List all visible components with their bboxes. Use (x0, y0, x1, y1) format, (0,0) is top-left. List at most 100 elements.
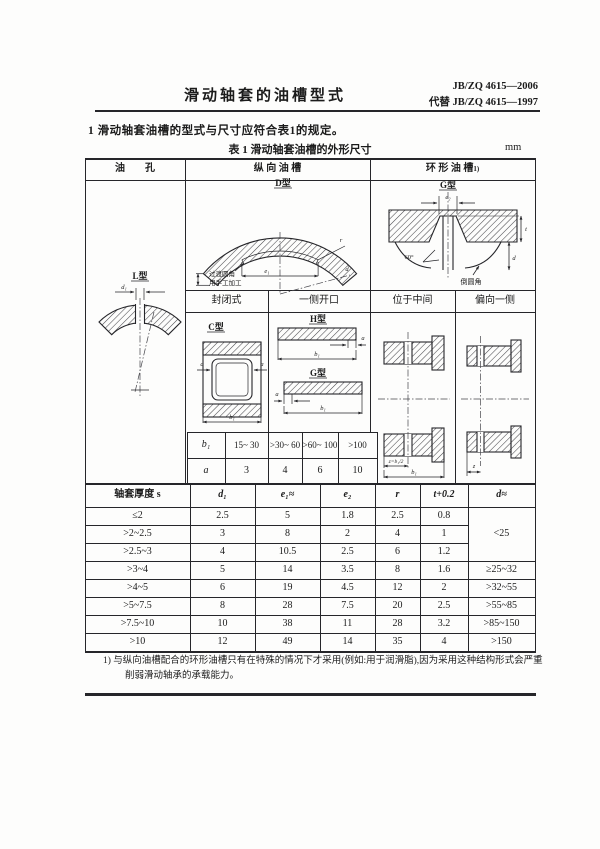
table-line (370, 158, 371, 432)
row-e1: 10.5 (278, 546, 297, 558)
row-d1: 10 (217, 618, 228, 630)
row-e1: 8 (285, 528, 290, 540)
diagram-h-and-g-type: H型 a b₁ G型 a b₁ (274, 313, 366, 415)
row-s: >2~2.5 (123, 528, 152, 540)
g-ring-dim-d: d (512, 255, 516, 262)
standard-number-block: JB/ZQ 4615—2006 代替 JB/ZQ 4615—1997 (360, 79, 538, 112)
ring-header-footnote-ref: 1) (473, 164, 480, 173)
main-header-t: t+0.2 (433, 489, 455, 501)
diagram-l-type-oil-hole: L型 d₁ (98, 270, 182, 396)
d-type-label: D型 (275, 177, 291, 188)
table-line (85, 579, 536, 580)
d-type-dim-d: d (345, 266, 349, 273)
diagram-ring-middle: z=b₁/2 b₁ (378, 332, 450, 479)
row-d: >55~85 (485, 600, 518, 612)
main-header-d1: d₁ (218, 489, 227, 501)
row-d1: 12 (217, 636, 228, 648)
ring-offset-dim-z: z (472, 463, 476, 470)
table-line (320, 483, 321, 651)
row-s: >4~5 (126, 582, 149, 594)
main-header-e2: e₂ (343, 489, 352, 501)
c-type-dim-a-right: a (260, 361, 263, 368)
standard-number: JB/ZQ 4615—2006 (452, 81, 538, 92)
table-line (535, 158, 536, 651)
clause-text: 1 滑动轴套油槽的型式与尺寸应符合表1的规定。 (88, 125, 344, 137)
row-d1: 5 (220, 564, 225, 576)
table-line (85, 597, 536, 598)
b1-subtable-label-b1: b₁ (201, 439, 211, 451)
g-ring-label: G型 (440, 179, 456, 190)
row-e2: 11 (342, 618, 353, 630)
row-e2: 1.8 (341, 510, 354, 522)
row-d: >85~150 (483, 618, 520, 630)
d-type-dim-e1: e₁ (264, 268, 269, 275)
row-e1: 49 (282, 636, 293, 648)
row-e2: 7.5 (341, 600, 354, 612)
table-line (185, 290, 535, 291)
page-title: 滑动轴套的油槽型式 (183, 87, 346, 104)
table-bottom-rule (85, 693, 536, 696)
table-line (85, 633, 536, 634)
table-line (185, 158, 186, 483)
row-r: 35 (392, 636, 403, 648)
b1-range-cell: 15~ 30 (233, 439, 260, 450)
a-value-cell: 6 (317, 464, 323, 476)
table-line (377, 432, 378, 483)
table-line (455, 290, 456, 483)
row-e2: 2 (345, 528, 350, 540)
table-line (420, 483, 421, 651)
g-type-small-dim-b1: b₁ (320, 405, 326, 412)
a-value-cell: 4 (282, 464, 288, 476)
row-s: >3~4 (126, 564, 149, 576)
row-s: >7.5~10 (120, 618, 155, 630)
table-line (268, 290, 269, 432)
table-line (187, 458, 377, 459)
table-line (85, 651, 536, 653)
b1-range-cell: >100 (348, 439, 367, 450)
row-e2: 4.5 (341, 582, 354, 594)
unit-label: mm (505, 142, 522, 153)
table-line (187, 432, 188, 483)
row-d: ≥25~32 (486, 564, 517, 576)
row-t: 4 (441, 636, 447, 648)
row-d: >32~55 (485, 582, 518, 594)
sub-header-closed: 封闭式 (211, 295, 242, 307)
c-type-dim-a-left: a (200, 361, 203, 368)
row-e1: 28 (282, 600, 293, 612)
row-d-merged: <25 (493, 528, 510, 540)
h-type-label: H型 (310, 313, 326, 324)
table-line (190, 483, 191, 651)
main-header-e1: e₁≈ (280, 489, 295, 501)
diagram-ring-offset: z (461, 336, 529, 476)
row-t: 1.6 (437, 564, 451, 576)
row-t: 2 (441, 582, 447, 594)
d-type-dim-r: r (340, 237, 343, 244)
table-line (338, 432, 339, 483)
diagram-c-type: C型 a a b₁ (197, 321, 267, 424)
sub-header-in-middle: 位于中间 (392, 295, 433, 307)
table-line (468, 483, 469, 651)
a-value-cell: 3 (244, 464, 249, 476)
c-type-label: C型 (208, 321, 224, 332)
d-type-fillet-note-1: 过渡圆角 (209, 269, 235, 278)
footnote-1: 1) 与纵向油槽配合的环形油槽只有在特殊的情况下才采用(例如:用于润滑脂),因为… (103, 656, 543, 681)
b1-subtable-label-a: a (203, 464, 209, 476)
row-e2: 14 (342, 636, 353, 648)
h-type-dim-b1: b₁ (314, 351, 320, 358)
row-d1: 2.5 (216, 510, 229, 522)
row-e2: 2.5 (341, 546, 354, 558)
row-r: 12 (392, 582, 403, 594)
row-r: 8 (395, 564, 400, 576)
g-type-small-dim-a: a (275, 391, 278, 398)
table-line (187, 432, 377, 433)
col-header-oil-hole: 油 孔 (115, 163, 155, 175)
g-ring-dim-e2: e₂ (445, 194, 451, 201)
row-d1: 6 (220, 582, 225, 594)
sub-header-open-one-side: 一侧开口 (299, 295, 339, 307)
row-d1: 4 (220, 546, 225, 558)
row-d1: 3 (220, 528, 225, 540)
table-line (225, 432, 226, 483)
header-rule (95, 110, 540, 112)
